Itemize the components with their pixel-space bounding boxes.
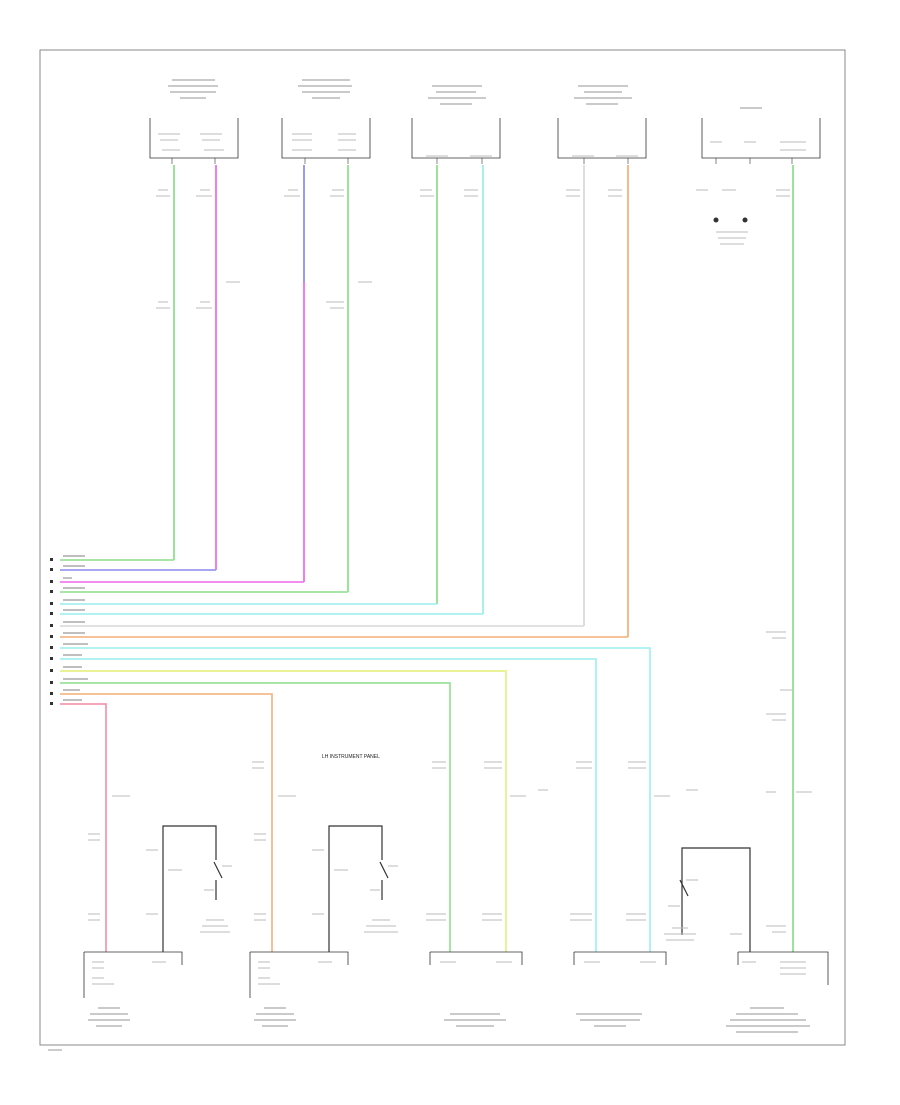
lower-component-title-marks <box>88 1007 810 1033</box>
left-seat-switch <box>162 825 223 952</box>
bus-wires <box>60 559 651 952</box>
component-title-marks <box>168 79 762 109</box>
lower-components <box>83 951 829 998</box>
driver-buckle-switch <box>679 847 751 952</box>
right-seat-switch <box>328 825 389 952</box>
connector-text-marks <box>158 133 806 157</box>
cluster-component <box>701 118 821 159</box>
cluster-ground <box>713 217 748 245</box>
top-component-2 <box>281 118 371 159</box>
top-vertical-wires <box>173 165 794 952</box>
lower-component-text-marks <box>92 961 806 985</box>
lower-wire-label-marks <box>88 761 698 921</box>
bus-pin-labels <box>50 558 53 705</box>
diagram-frame <box>39 49 846 1046</box>
cluster-wire-marks <box>766 631 812 933</box>
center-label: LH INSTRUMENT PANEL <box>322 754 380 760</box>
switch-label-marks <box>146 849 742 941</box>
connector-ticks <box>171 158 793 164</box>
bus-label-marks <box>63 555 88 701</box>
top-component-3 <box>411 118 501 159</box>
top-component-4 <box>557 118 647 159</box>
wire-label-marks <box>156 189 790 309</box>
top-component-1 <box>149 118 239 159</box>
